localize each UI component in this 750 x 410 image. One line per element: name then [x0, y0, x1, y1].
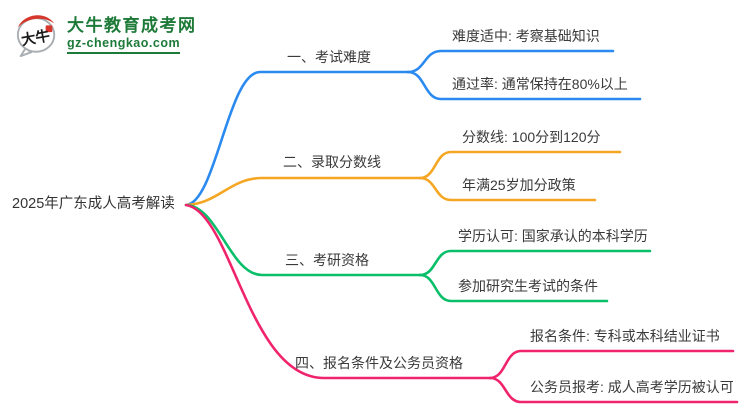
branch-1-fork-bottom-line — [406, 70, 642, 101]
branch-4-main-line — [184, 203, 492, 380]
branch-1-fork-top-line — [406, 49, 615, 74]
branch-2-main-line — [184, 176, 422, 207]
root-node: 2025年广东成人高考解读 — [12, 196, 175, 212]
branch-1-label: 一、考试难度 — [287, 49, 371, 65]
logo-icon-text: 大牛 — [20, 26, 51, 49]
leaf-4-1: 报名条件: 专科或本科结业证书 — [530, 328, 720, 344]
branch-3-fork-top-line — [418, 249, 652, 277]
brand-domain: gz-chengkao.com — [67, 36, 181, 54]
branch-4-fork-top-line — [488, 349, 735, 380]
brand-title: 大牛教育成考网 — [67, 15, 197, 35]
branch-2-label: 二、录取分数线 — [283, 154, 381, 170]
logo: 大牛 大牛教育成考网 gz-chengkao.com — [14, 11, 197, 58]
leaf-2-1: 分数线: 100分到120分 — [462, 129, 601, 145]
leaf-3-1: 学历认可: 国家承认的本科学历 — [458, 228, 648, 244]
branch-4-label: 四、报名条件及公务员资格 — [295, 355, 463, 371]
branch-1-main-line — [184, 70, 410, 207]
branch-3-fork-bottom-line — [418, 273, 609, 303]
leaf-1-1: 难度适中: 考察基础知识 — [452, 28, 600, 44]
leaf-1-2: 通过率: 通常保持在80%以上 — [452, 76, 628, 92]
leaf-4-2: 公务员报考: 成人高考学历被认可 — [530, 379, 734, 395]
branch-2-fork-bottom-line — [418, 176, 597, 202]
leaf-2-2: 年满25岁加分政策 — [462, 177, 576, 193]
logo-bull-icon: 大牛 — [14, 11, 60, 58]
branch-4-fork-bottom-line — [488, 376, 739, 404]
logo-text: 大牛教育成考网 gz-chengkao.com — [67, 15, 197, 54]
branch-2-fork-top-line — [418, 150, 622, 180]
leaf-3-2: 参加研究生考试的条件 — [458, 278, 598, 294]
branch-3-label: 三、考研资格 — [285, 252, 369, 268]
